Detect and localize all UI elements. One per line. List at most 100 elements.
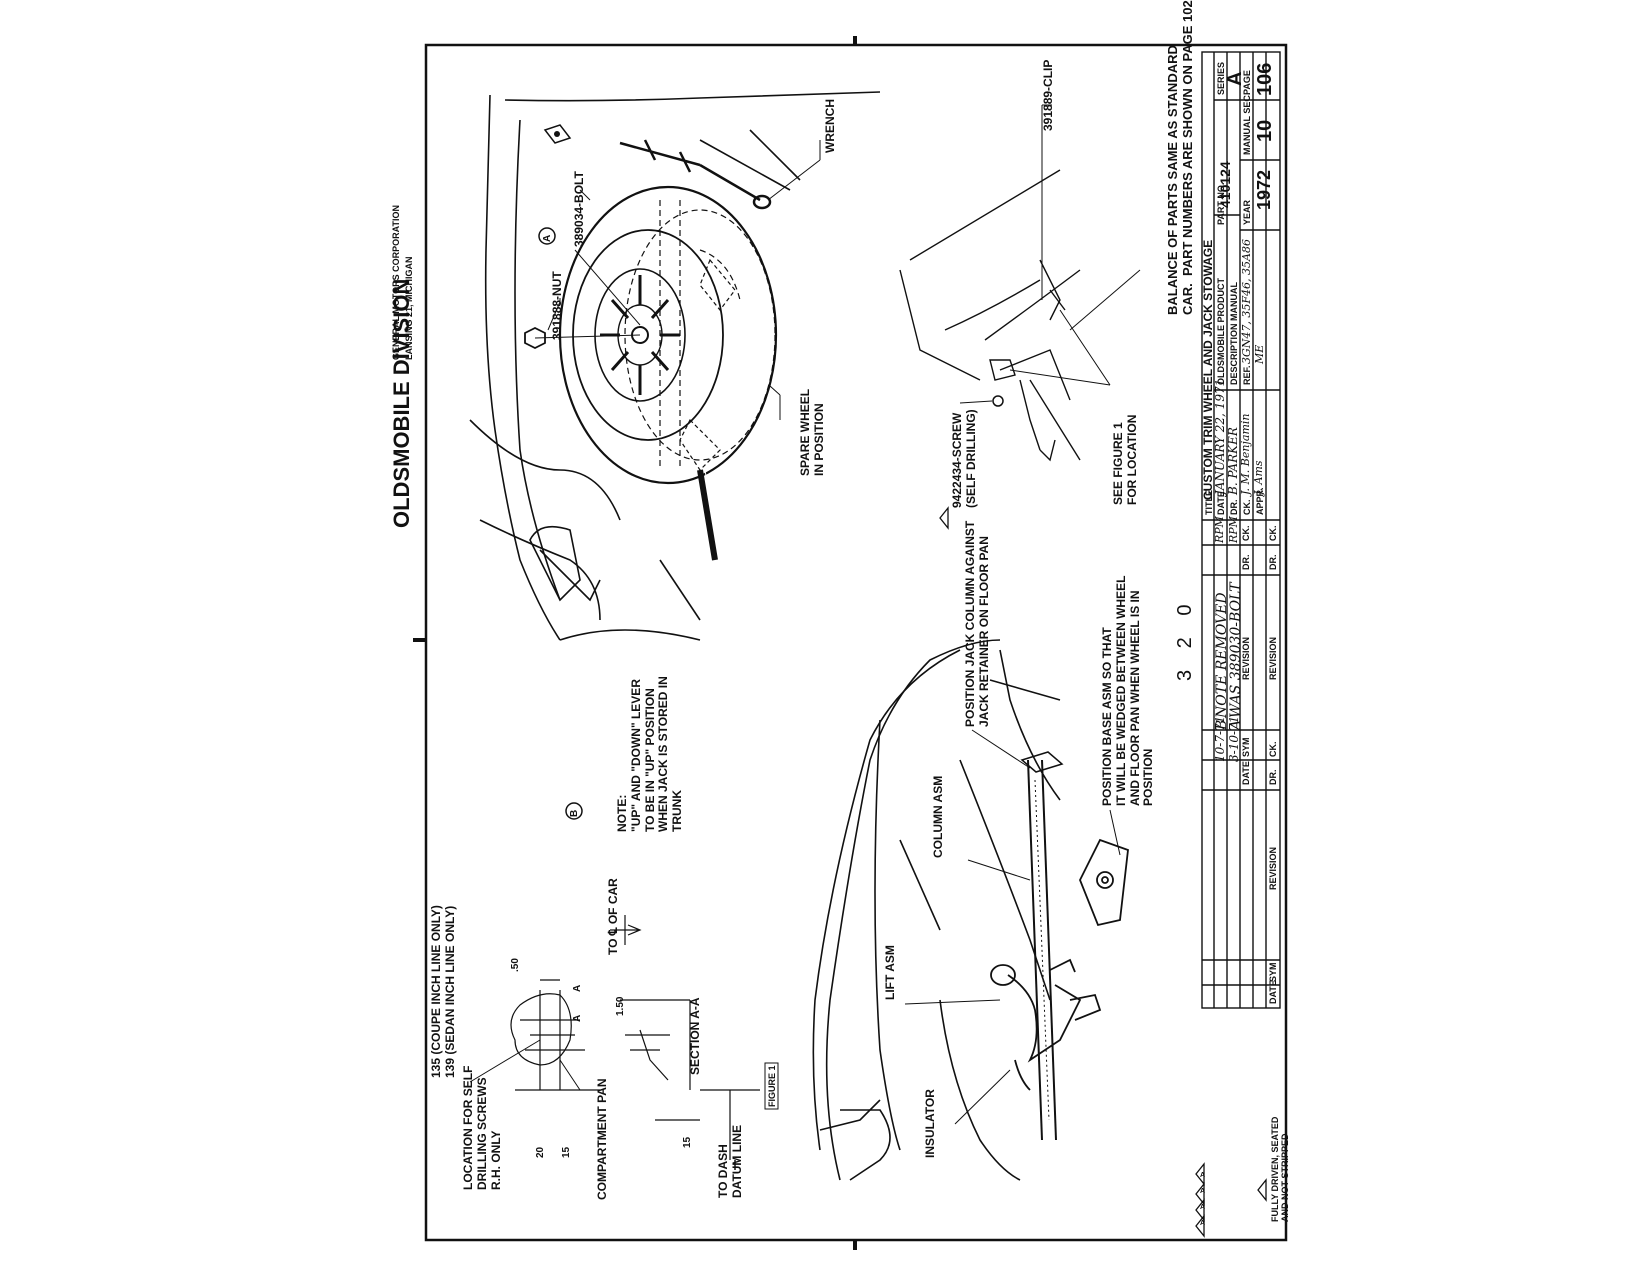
revision-header-revision: REVISION	[1241, 636, 1251, 680]
nut-to-wheel-leader	[534, 334, 641, 339]
year-value: 1972	[1254, 169, 1274, 210]
revision-row-2-sym: A	[1228, 719, 1244, 730]
to-dash-label: TO DASH DATUM LINE	[716, 1124, 744, 1198]
revision-header-dr: DR.	[1241, 554, 1251, 571]
bracket	[543, 124, 572, 144]
ck-value: J. M. Benjamin	[1239, 413, 1252, 496]
description-label: DESCRIPTION MANUAL	[1229, 282, 1239, 385]
dim-15b: 15	[682, 1136, 693, 1148]
section-label: SECTION A-A	[688, 997, 702, 1075]
jack-column	[1020, 751, 1064, 1141]
svg-text:A: A	[1200, 1172, 1205, 1179]
location-leader	[469, 1039, 541, 1083]
lift-asm-label: LIFT ASM	[883, 945, 897, 1000]
revision-footer-dr: DR.	[1268, 769, 1278, 786]
section-mark-a2: A	[572, 984, 583, 992]
page-value: 106	[1254, 62, 1276, 96]
dim-20: 20	[535, 1146, 546, 1158]
revision-row-2-dr: RPM	[1227, 516, 1240, 543]
balance-leader	[1069, 269, 1141, 331]
revision-header-ck: CK.	[1241, 525, 1251, 542]
spare-wheel-label: SPARE WHEEL IN POSITION	[798, 388, 826, 476]
marker-b-circle	[565, 802, 583, 820]
footnote-text: FULLY DRIVEN, SEATED AND NOT STRIPPED	[1270, 1116, 1291, 1222]
reg-mark-left	[413, 638, 426, 642]
revision-footer-sym: SYM	[1268, 962, 1278, 982]
base-asm	[1079, 838, 1129, 927]
page-label: PAGE	[1242, 70, 1252, 95]
revision-header-date: DATE	[1241, 761, 1251, 785]
footnote-triangles	[939, 506, 1267, 1238]
manual-sec-label: MANUAL SEC.	[1242, 92, 1252, 155]
title-block-grid	[1201, 51, 1281, 1009]
position-jack-leader	[971, 729, 1031, 769]
lift-asm	[990, 958, 1102, 1091]
compartment-pan-label: COMPARTMENT PAN	[595, 1078, 609, 1200]
manual-sec-value: 10	[1254, 119, 1276, 142]
nut-label: 391888-NUT	[550, 271, 564, 340]
clip-label: 391889-CLIP	[1041, 59, 1055, 131]
page-number: 3 2 0	[1174, 596, 1196, 681]
reg-mark-top	[853, 36, 857, 45]
section-mark-a1: A	[572, 1014, 583, 1022]
appr-value: J. Ams	[1252, 460, 1265, 495]
corporation-line-2: LANSING 21, MICHIGAN	[404, 256, 414, 360]
to-car-label: TO ℄ OF CAR	[606, 878, 620, 955]
revision-footer-revision: REVISION	[1268, 846, 1278, 890]
trunk-upper-outline	[469, 91, 881, 641]
svg-text:A: A	[1200, 1188, 1205, 1195]
marker-b: B	[569, 809, 580, 817]
wrench	[619, 139, 772, 210]
wrench-label: WRENCH	[823, 99, 837, 153]
compartment-leader	[559, 1059, 581, 1091]
revision-footer-date: DATE	[1268, 980, 1278, 1004]
marker-a: A	[542, 234, 553, 242]
see-figure-label: SEE FIGURE 1 FOR LOCATION	[1111, 414, 1139, 505]
revision-footer-ck-2: CK.	[1268, 525, 1278, 542]
column-asm-label: COLUMN ASM	[931, 775, 945, 858]
figure1-detail	[510, 915, 760, 1160]
ck-label: CK.	[1242, 499, 1252, 516]
ref-value: 3GN47, 35F46, 35A86 ME	[1240, 239, 1266, 364]
wrench-leader	[767, 159, 821, 201]
position-base-leader	[1109, 809, 1121, 856]
part-no-value: 410124	[1217, 161, 1233, 208]
revision-row-1-dr: RPM	[1213, 516, 1226, 543]
inch-line-note: 135 (COUPE INCH LINE ONLY) 139 (SEDAN IN…	[429, 905, 457, 1078]
dim-150-section: 1.50	[615, 996, 626, 1016]
corporation-line-1: GENERAL MOTORS CORPORATION	[391, 204, 401, 360]
location-note: LOCATION FOR SELF DRILLING SCREWS R.H. O…	[461, 1065, 503, 1190]
dim-50-top: .50	[510, 958, 521, 972]
revision-footer-dr-2: DR.	[1268, 554, 1278, 571]
screw-label: 9422434-SCREW (SELF DRILLING)	[950, 409, 978, 508]
figure1-label: FIGURE 1	[767, 1065, 777, 1107]
see-fig-leader-1	[1059, 309, 1111, 386]
revision-footer-ck: CK.	[1268, 741, 1278, 758]
clip-detail	[899, 169, 1081, 462]
reg-mark-bottom	[853, 1240, 857, 1250]
svg-text:A: A	[1200, 1204, 1205, 1211]
dim-15a: 15	[561, 1146, 572, 1158]
marker-a-circle	[538, 227, 556, 245]
dr-label: DR.	[1229, 499, 1239, 516]
screw-leader	[959, 400, 993, 404]
storage-note: NOTE: "UP" AND "DOWN" LEVER TO BE IN "UP…	[615, 676, 685, 832]
balance-note: BALANCE OF PARTS SAME AS STANDARD CAR. P…	[1165, 0, 1195, 315]
figure1-box	[764, 1062, 779, 1110]
bolt-label: 389034-BOLT	[572, 171, 586, 247]
column-asm-leader	[967, 859, 1031, 881]
revision-header-sym: SYM	[1241, 737, 1251, 757]
trunk-lower-outline	[812, 639, 1061, 1181]
position-jack-note: POSITION JACK COLUMN AGAINST JACK RETAIN…	[963, 520, 991, 727]
ref-label: REF.	[1242, 365, 1252, 385]
insulator-label: INSULATOR	[923, 1089, 937, 1158]
bolt-leader	[574, 249, 641, 326]
position-base-note: POSITION BASE ASM SO THAT IT WILL BE WED…	[1100, 575, 1156, 806]
nut	[524, 326, 546, 350]
svg-text:A: A	[1200, 1220, 1205, 1227]
product-label: OLDSMOBILE PRODUCT	[1216, 278, 1226, 385]
lift-asm-leader	[904, 999, 1001, 1005]
spare-wheel	[558, 185, 778, 561]
